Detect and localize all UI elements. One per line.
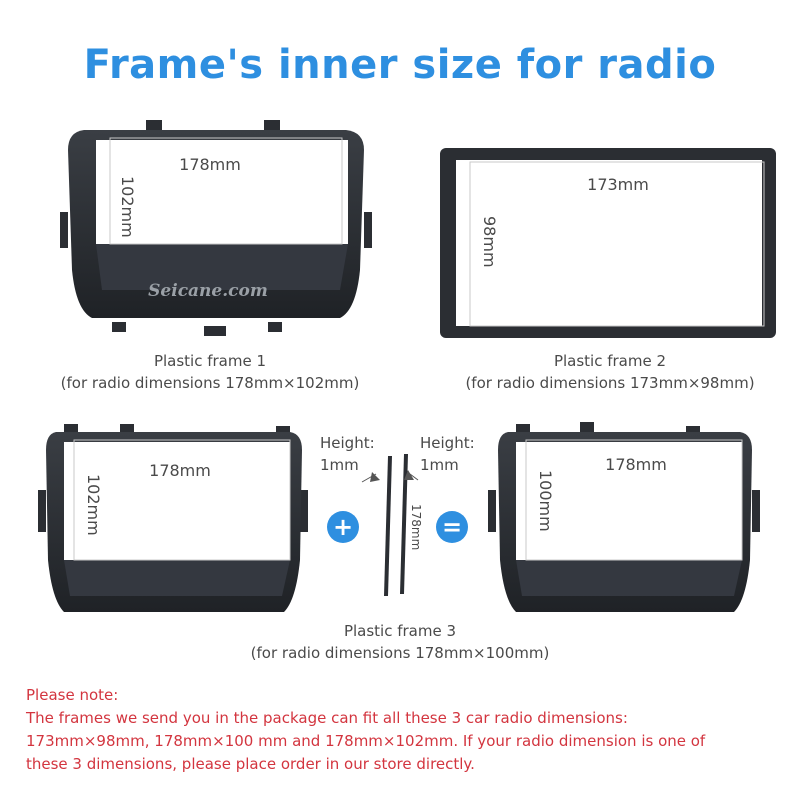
frame-3-base-height-label: 102mm	[84, 474, 103, 536]
please-note: Please note: The frames we send you in t…	[26, 684, 786, 776]
frame-3-result-height-label: 100mm	[536, 470, 555, 532]
frame-3-caption-title: Plastic frame 3	[343, 622, 457, 640]
frame-1-caption-dimensions: (for radio dimensions 178mm×102mm)	[60, 374, 360, 392]
frame-2-caption-title: Plastic frame 2	[553, 352, 667, 370]
frame-2-caption: Plastic frame 2 (for radio dimensions 17…	[420, 350, 800, 394]
plus-symbol: +	[333, 513, 353, 541]
note-line-2: 173mm×98mm, 178mm×100 mm and 178mm×102mm…	[26, 732, 706, 750]
equals-symbol: =	[442, 513, 462, 541]
frame-1-caption: Plastic frame 1 (for radio dimensions 17…	[20, 350, 400, 394]
frame-2-height-label: 98mm	[480, 216, 499, 268]
frame-3-caption-dimensions: (for radio dimensions 178mm×100mm)	[250, 644, 550, 662]
spacer-length-label: 178mm	[409, 504, 423, 550]
frame-1-width-label: 178mm	[179, 155, 241, 174]
frame-2-caption-dimensions: (for radio dimensions 173mm×98mm)	[465, 374, 755, 392]
note-heading: Please note:	[26, 686, 119, 704]
spacer-left-height-label: Height:	[320, 434, 375, 452]
frame-3-caption: Plastic frame 3 (for radio dimensions 17…	[200, 620, 600, 664]
frame-1-height-label: 102mm	[118, 176, 137, 238]
note-line-1: The frames we send you in the package ca…	[26, 709, 628, 727]
equals-operator-icon: =	[436, 511, 468, 543]
frame-1-caption-title: Plastic frame 1	[153, 352, 267, 370]
plus-operator-icon: +	[327, 511, 359, 543]
frame-1-watermark: Seicane.com	[148, 281, 268, 301]
frame-3-base-width-label: 178mm	[149, 461, 211, 480]
page-title: Frame's inner size for radio	[83, 42, 717, 88]
plastic-frame-3-base: 178mm 102mm	[38, 424, 308, 612]
note-line-3: these 3 dimensions, please place order i…	[26, 755, 475, 773]
frame-2-width-label: 173mm	[587, 175, 649, 194]
spacer-strips: Height: 1mm Height: 1mm 178mm	[320, 434, 475, 596]
plastic-frame-3-result: 178mm 100mm	[488, 422, 760, 612]
frame-3-result-width-label: 178mm	[605, 455, 667, 474]
spacer-left-height-value: 1mm	[320, 456, 359, 474]
plastic-frame-1: 178mm 102mm Seicane.com	[60, 120, 372, 336]
spacer-right-height-value: 1mm	[420, 456, 459, 474]
spacer-right-height-label: Height:	[420, 434, 475, 452]
plastic-frame-2: 173mm 98mm	[440, 148, 776, 338]
